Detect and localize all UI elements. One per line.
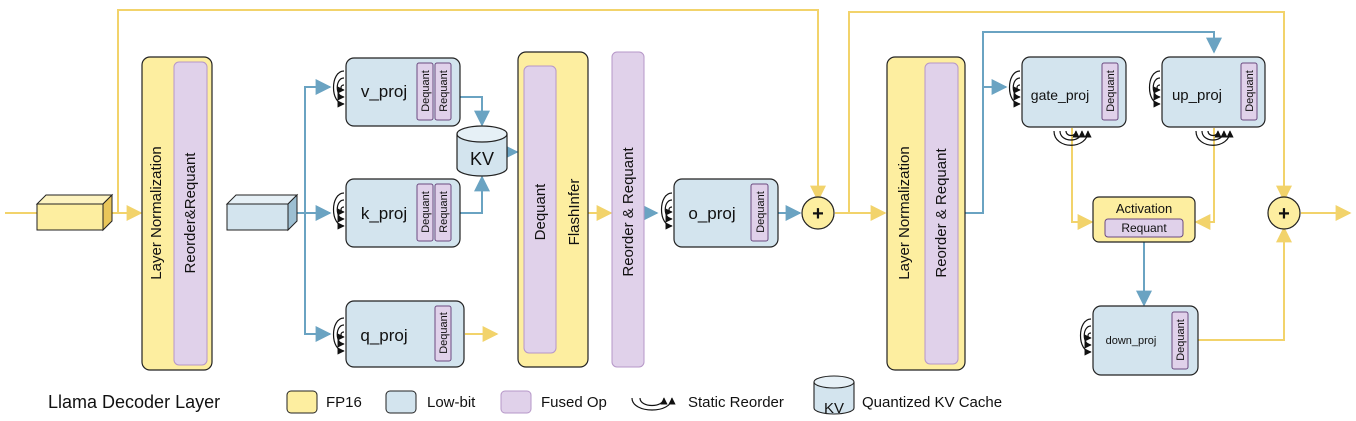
- to-up-proj-arrow: [982, 31, 1222, 87]
- quantized-tensor: [225, 193, 299, 232]
- flash-dequant-label: Dequant: [532, 183, 549, 241]
- k-proj-block: k_proj Dequant Requant: [345, 178, 461, 248]
- flash-infer-label: FlashInfer: [566, 179, 583, 246]
- legend-kv-cache-label: Quantized KV Cache: [862, 394, 1002, 411]
- legend: Llama Decoder Layer FP16 Low-bit Fused O…: [48, 375, 1002, 417]
- legend-kv-icon: KV: [813, 375, 855, 417]
- k-to-kv-arrow: [460, 175, 490, 214]
- plus-icon-2: +: [1278, 203, 1290, 225]
- v-proj-requant: Requant: [438, 70, 450, 112]
- reorder-requant-1-label: Reorder&Requant: [182, 152, 199, 274]
- k-proj-requant: Requant: [438, 191, 450, 233]
- legend-fp16-label: FP16: [326, 394, 362, 411]
- static-reorder-icon: [1053, 130, 1092, 146]
- residual-add-2: +: [1267, 196, 1301, 230]
- legend-kv-text: KV: [824, 400, 844, 417]
- up-proj-label: up_proj: [1172, 87, 1222, 104]
- down-to-add-arrow: [1198, 226, 1292, 341]
- residual-2-arrow: [848, 11, 1292, 213]
- down-proj-block: down_proj Dequant: [1092, 305, 1199, 376]
- o-proj-block: o_proj Dequant: [673, 178, 779, 248]
- activation-requant-label: Requant: [1121, 221, 1167, 235]
- v-to-kv-arrow: [460, 96, 490, 127]
- legend-fused-label: Fused Op: [541, 394, 607, 411]
- fp16-arrows: [5, 9, 1352, 342]
- k-proj-dequant: Dequant: [420, 191, 432, 233]
- up-proj-block: up_proj Dequant: [1161, 56, 1266, 128]
- static-reorder-icon: [1195, 130, 1234, 146]
- to-gate-proj-arrow: [965, 79, 1008, 214]
- reorder-requant-2-label: Reorder & Requant: [620, 147, 637, 277]
- residual-1-arrow: [117, 9, 826, 213]
- down-proj-label: down_proj: [1106, 335, 1157, 347]
- up-proj-dequant: Dequant: [1244, 70, 1256, 112]
- gate-proj-block: gate_proj Dequant: [1021, 56, 1127, 128]
- static-reorder-arcs: [332, 70, 1234, 356]
- gate-proj-label: gate_proj: [1031, 87, 1089, 103]
- activation-label: Activation: [1116, 201, 1172, 216]
- kv-label: KV: [470, 149, 494, 169]
- legend-fp16-swatch: [286, 390, 318, 414]
- flash-infer-block: Dequant FlashInfer: [517, 51, 589, 368]
- up-to-activation-arrow: [1194, 128, 1215, 230]
- o-proj-label: o_proj: [688, 204, 735, 223]
- q-proj-dequant: Dequant: [438, 312, 450, 354]
- static-reorder-icon: [1008, 70, 1021, 108]
- residual-add-1: +: [801, 196, 835, 230]
- static-reorder-icon: [660, 192, 673, 230]
- reorder-requant-3-label: Reorder & Requant: [933, 148, 950, 278]
- layer-norm-block-1: Layer Normalization Reorder&Requant: [141, 56, 213, 371]
- gate-proj-dequant: Dequant: [1105, 70, 1117, 112]
- static-reorder-icon: [332, 192, 345, 230]
- down-proj-dequant: Dequant: [1175, 319, 1187, 361]
- reorder-requant-block-2: Reorder & Requant: [611, 51, 645, 368]
- o-proj-dequant: Dequant: [755, 191, 767, 233]
- legend-static-reorder-label: Static Reorder: [688, 394, 784, 411]
- legend-lowbit-swatch: [385, 390, 417, 414]
- layer-norm-block-2: Layer Normalization Reorder & Requant: [886, 56, 966, 371]
- kv-cache-icon: KV: [456, 125, 508, 177]
- legend-fused-swatch: [500, 390, 532, 414]
- v-proj-dequant: Dequant: [420, 70, 432, 112]
- legend-static-reorder-icon: [631, 397, 676, 411]
- to-v-proj-arrow: [304, 79, 332, 213]
- v-proj-label: v_proj: [361, 82, 407, 101]
- activation-block: Activation Requant: [1092, 196, 1196, 243]
- q-proj-label: q_proj: [360, 326, 407, 345]
- input-tensor: [35, 193, 114, 232]
- static-reorder-icon: [332, 70, 345, 108]
- static-reorder-icon: [332, 317, 345, 355]
- to-q-proj-arrow: [304, 213, 332, 342]
- legend-lowbit-label: Low-bit: [427, 394, 476, 411]
- k-proj-label: k_proj: [361, 204, 407, 223]
- legend-title: Llama Decoder Layer: [48, 392, 220, 412]
- static-reorder-icon: [1148, 70, 1161, 108]
- plus-icon: +: [812, 203, 824, 225]
- q-proj-block: q_proj Dequant: [345, 300, 465, 368]
- layer-norm-1-label: Layer Normalization: [148, 146, 165, 279]
- v-proj-block: v_proj Dequant Requant: [345, 57, 461, 127]
- gate-to-activation-arrow: [1071, 128, 1094, 230]
- layer-norm-2-label: Layer Normalization: [896, 146, 913, 279]
- static-reorder-icon: [1079, 318, 1092, 356]
